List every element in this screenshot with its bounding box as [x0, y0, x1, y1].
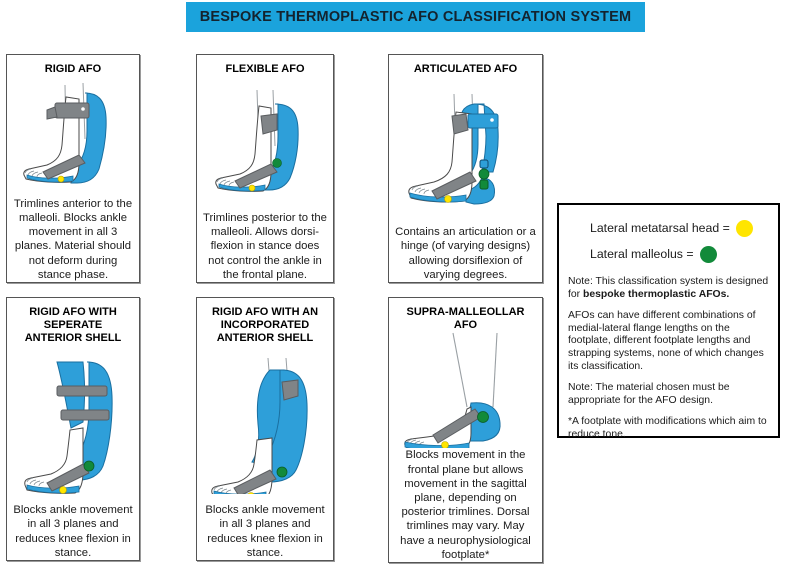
panel-rigid-afo-separate-shell: RIGID AFO WITH SEPERATE ANTERIOR SHELL — [6, 297, 140, 561]
panel-title-rigid-afo-separate-shell: RIGID AFO WITH SEPERATE ANTERIOR SHELL — [24, 306, 122, 344]
marker-lateral-metatarsal-head — [247, 492, 255, 495]
note-material: Note: The material chosen must be approp… — [568, 382, 730, 406]
panel-caption-articulated-afo: Contains an articulation or a hinge (of … — [395, 226, 536, 281]
illustration-rigid-afo-incorporated-shell — [197, 345, 333, 503]
articulated-afo-drawing — [407, 93, 499, 205]
supra-malleollar-afo-drawing — [403, 333, 501, 449]
legend-and-notes-box: Lateral metatarsal head = Lateral malleo… — [557, 203, 780, 440]
rigid-afo-drawing — [23, 82, 107, 184]
legend-item-lateral-malleolus: Lateral malleolus = — [568, 241, 769, 267]
legend-item-lateral-metatarsal-head: Lateral metatarsal head = — [568, 215, 769, 241]
note-bespoke: Note: This classification system is desi… — [568, 276, 769, 301]
panel-title-supra-malleollar-afo: SUPRA-MALLEOLLAR AFO — [406, 306, 525, 331]
page-title-bar: BESPOKE THERMOPLASTIC AFO CLASSIFICATION… — [186, 2, 645, 32]
green-dot-icon — [699, 245, 717, 263]
illustration-rigid-afo — [7, 76, 139, 197]
page-title: BESPOKE THERMOPLASTIC AFO CLASSIFICATION… — [199, 9, 632, 25]
panel-title-articulated-afo: ARTICULATED AFO — [413, 63, 518, 75]
note-bespoke-bold: bespoke thermoplastic AFOs. — [583, 288, 730, 300]
illustration-supra-malleollar-afo — [389, 332, 542, 449]
note-bespoke-lead: Note: This classification system is desi… — [568, 276, 769, 300]
note-combinations: AFOs can have different combinations of … — [568, 310, 764, 372]
panel-caption-rigid-afo-incorporated-shell: Blocks ankle movement in all 3 planes an… — [205, 504, 325, 559]
panel-rigid-afo: RIGID AFO — [6, 54, 140, 283]
marker-lateral-metatarsal-head — [59, 485, 67, 494]
panel-caption-supra-malleollar-afo: Blocks movement in the frontal plane but… — [400, 449, 531, 561]
panel-caption-flexible-afo: Trimlines posterior to the malleoli. All… — [203, 211, 327, 281]
panel-flexible-afo: FLEXIBLE AFO — [196, 54, 334, 283]
rigid-afo-separate-shell-drawing — [24, 361, 113, 494]
marker-lateral-metatarsal-head — [443, 194, 452, 203]
marker-lateral-metatarsal-head — [440, 441, 449, 449]
marker-lateral-metatarsal-head — [248, 185, 256, 192]
panel-rigid-afo-incorporated-shell: RIGID AFO WITH AN INCORPORATED ANTERIOR … — [196, 297, 334, 561]
marker-lateral-malleolus — [476, 411, 489, 424]
marker-lateral-malleolus — [478, 168, 489, 179]
marker-lateral-malleolus — [276, 466, 288, 478]
marker-lateral-malleolus — [272, 158, 282, 169]
legend-label-lateral-malleolus: Lateral malleolus = — [590, 247, 694, 261]
yellow-dot-icon — [735, 219, 753, 237]
note-footplate: *A footplate with modifications which ai… — [568, 416, 767, 440]
illustration-flexible-afo — [197, 76, 333, 211]
panel-title-flexible-afo: FLEXIBLE AFO — [225, 63, 305, 75]
marker-lateral-metatarsal-head — [57, 175, 65, 183]
panel-articulated-afo: ARTICULATED AFO — [388, 54, 543, 283]
panel-caption-rigid-afo: Trimlines anterior to the malleoli. Bloc… — [13, 197, 133, 281]
rigid-afo-incorporated-shell-drawing — [211, 358, 308, 495]
panel-title-rigid-afo-incorporated-shell: RIGID AFO WITH AN INCORPORATED ANTERIOR … — [211, 306, 319, 344]
marker-lateral-malleolus — [83, 460, 95, 471]
illustration-rigid-afo-separate-shell — [7, 345, 139, 503]
legend-label-lateral-metatarsal-head: Lateral metatarsal head = — [590, 221, 730, 235]
illustration-articulated-afo — [389, 76, 542, 225]
panel-caption-rigid-afo-separate-shell: Blocks ankle movement in all 3 planes an… — [13, 504, 133, 559]
panel-supra-malleollar-afo: SUPRA-MALLEOLLAR AFO — [388, 297, 543, 563]
panel-title-rigid-afo: RIGID AFO — [44, 63, 102, 75]
flexible-afo-drawing — [215, 90, 299, 193]
